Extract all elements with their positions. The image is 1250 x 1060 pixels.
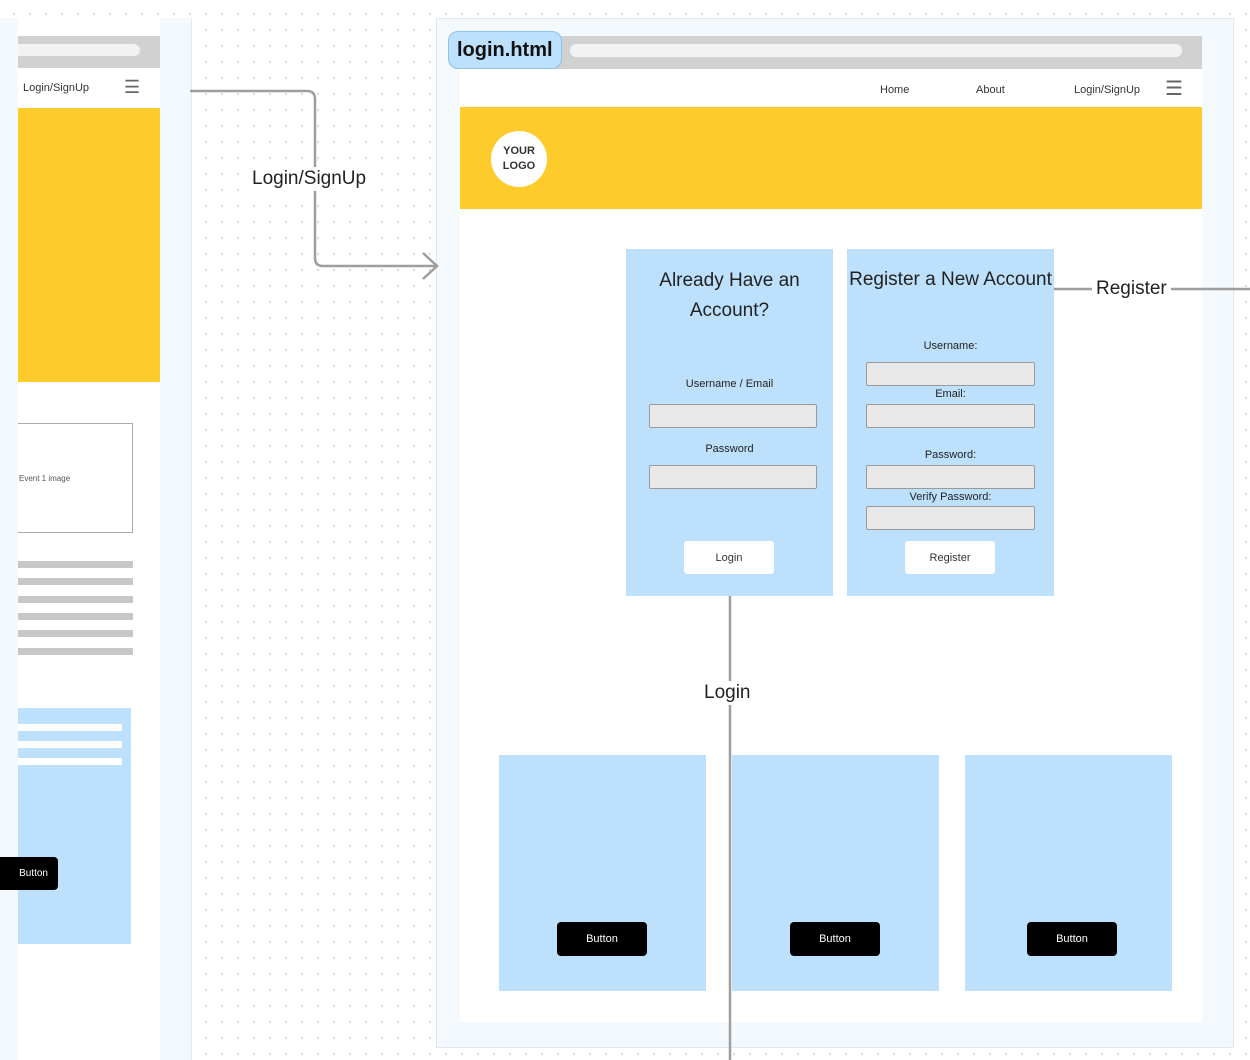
login-button[interactable]: Login: [684, 541, 774, 574]
bottom-card: Button: [965, 755, 1172, 991]
left-event-image: Event 1 image: [18, 423, 133, 533]
register-password-label: Password:: [924, 449, 977, 461]
left-frame: Login/SignUp ☰ Event 1 image: [0, 18, 192, 1060]
left-card-line: [18, 758, 122, 765]
login-signup-connector-label: Login/SignUp: [248, 167, 371, 191]
arrow-right-icon: [422, 252, 439, 280]
left-url-field: [18, 44, 140, 56]
left-text-line: [18, 648, 133, 655]
left-text-line: [18, 630, 133, 637]
left-text-line: [18, 561, 133, 568]
username-email-input[interactable]: [649, 404, 817, 428]
verify-password-input[interactable]: [866, 506, 1035, 530]
nav-about-link[interactable]: About: [976, 84, 1005, 96]
register-email-input[interactable]: [866, 404, 1035, 428]
register-connector-label: Register: [1092, 277, 1171, 301]
nav-home-link[interactable]: Home: [880, 84, 910, 96]
left-page: Login/SignUp ☰ Event 1 image: [18, 18, 160, 1060]
url-field: [570, 44, 1182, 57]
bottom-card-button[interactable]: Button: [1027, 922, 1117, 956]
verify-password-label: Verify Password:: [909, 491, 992, 503]
register-form-card: Register a New Account Username: Email: …: [847, 249, 1054, 596]
bottom-card-button[interactable]: Button: [557, 922, 647, 956]
register-password-input[interactable]: [866, 465, 1035, 489]
hamburger-menu-icon[interactable]: ☰: [1165, 78, 1183, 100]
left-hero-banner: [18, 108, 160, 382]
logo-text: YOUR LOGO: [502, 145, 536, 172]
login-form-card: Already Have an Account? Username / Emai…: [626, 249, 833, 596]
left-text-line: [18, 596, 133, 603]
left-event-image-label: Event 1 image: [19, 474, 71, 483]
left-card-button[interactable]: Button: [0, 857, 58, 890]
bottom-card: Button: [499, 755, 706, 991]
login-form-heading: Already Have an Account?: [659, 270, 800, 321]
bottom-card: Button: [732, 755, 939, 991]
password-input[interactable]: [649, 465, 817, 489]
left-card-line: [18, 724, 122, 731]
logo[interactable]: YOUR LOGO: [491, 131, 547, 187]
register-email-label: Email:: [935, 388, 966, 400]
nav-login-signup-link[interactable]: Login/SignUp: [1074, 84, 1141, 96]
left-text-line: [18, 578, 133, 585]
register-username-input[interactable]: [866, 362, 1035, 386]
left-card: [18, 708, 131, 944]
hamburger-menu-icon[interactable]: ☰: [124, 77, 141, 97]
left-nav-login-link[interactable]: Login/SignUp: [23, 82, 90, 94]
bottom-card-button[interactable]: Button: [790, 922, 880, 956]
password-label: Password: [705, 443, 754, 455]
register-username-label: Username:: [923, 340, 978, 352]
left-card-line: [18, 741, 122, 748]
register-form-heading: Register a New Account: [849, 269, 1052, 290]
username-email-label: Username / Email: [685, 378, 774, 390]
left-text-line: [18, 613, 133, 620]
hero-banner: [460, 107, 1202, 209]
frame-title-tag[interactable]: login.html: [448, 31, 562, 69]
login-connector-label: Login: [700, 681, 755, 705]
register-button[interactable]: Register: [905, 541, 995, 574]
